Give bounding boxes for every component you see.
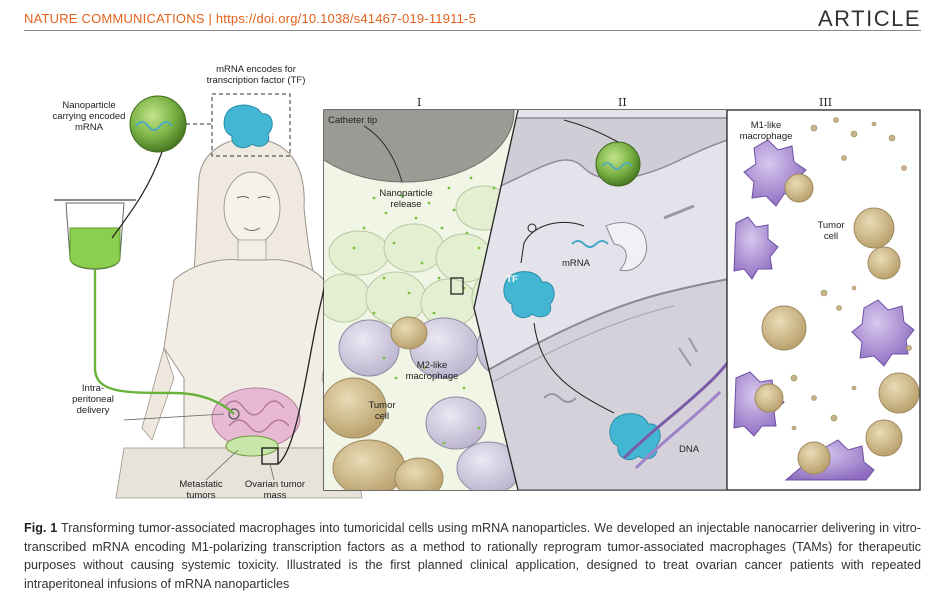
journal-citation[interactable]: NATURE COMMUNICATIONS | https://doi.org/… xyxy=(24,11,477,26)
label-metastatic: Metastatic tumors xyxy=(179,479,223,501)
caption-fig-label: Fig. 1 xyxy=(24,521,58,535)
label-ovarian: Ovarian tumor mass xyxy=(244,479,306,501)
panel-ii xyxy=(473,109,727,491)
panel-label-i: I xyxy=(417,96,422,109)
label-m2: M2-like macrophage xyxy=(405,360,459,382)
label-tumor-cell-1: Tumor cell xyxy=(368,400,396,422)
figure-1: I II III Nanoparticle carrying encoded m… xyxy=(24,48,924,508)
label-np-release: Nanoparticle release xyxy=(379,188,433,210)
caption-text: Transforming tumor-associated macrophage… xyxy=(24,521,921,591)
label-tf: TF xyxy=(506,274,518,285)
label-dna: DNA xyxy=(678,444,700,455)
label-m1: M1-like macrophage xyxy=(739,120,793,142)
patient-illustration xyxy=(54,93,363,499)
page-header: NATURE COMMUNICATIONS | https://doi.org/… xyxy=(24,6,921,32)
section-label: ARTICLE xyxy=(817,6,921,31)
label-nanoparticle: Nanoparticle carrying encoded mRNA xyxy=(52,100,126,133)
panel-label-iii: III xyxy=(819,96,833,109)
label-mrna: mRNA xyxy=(562,258,590,269)
figure-caption: Fig. 1 Transforming tumor-associated mac… xyxy=(24,519,921,593)
panel-label-ii: II xyxy=(618,96,627,109)
label-intraperitoneal: Intra-peritoneal delivery xyxy=(72,383,114,416)
label-catheter: Catheter tip xyxy=(328,115,378,126)
label-tumor-cell-2: Tumor cell xyxy=(817,220,845,242)
header-rule xyxy=(24,30,921,31)
label-mrna-encodes: mRNA encodes for transcription factor (T… xyxy=(206,64,306,86)
panel-iii xyxy=(726,110,920,490)
figure-illustration xyxy=(54,93,921,499)
